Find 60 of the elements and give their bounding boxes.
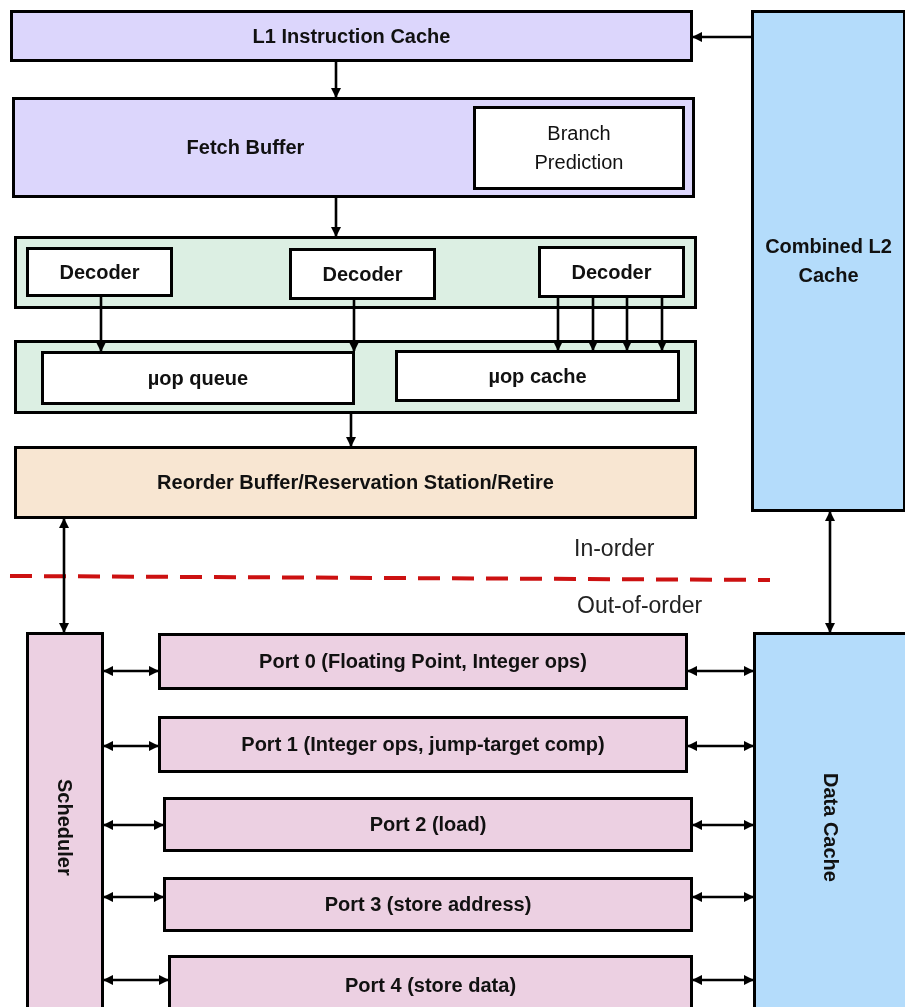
arrow	[102, 740, 160, 752]
queue-box	[41, 351, 355, 405]
port-box	[163, 797, 693, 852]
arrow	[552, 298, 564, 352]
uop-cache-box	[395, 350, 680, 402]
arrow	[330, 198, 342, 238]
section-label: Out-of-order	[577, 592, 703, 619]
arrow	[656, 298, 668, 352]
port-box	[168, 955, 693, 1007]
arrow	[330, 62, 342, 99]
arrow	[587, 298, 599, 352]
arrow	[102, 665, 160, 677]
box-label: Decoder	[322, 261, 403, 287]
arrow	[58, 517, 70, 634]
box-label: Reorder Buffer/Reservation Station/Retire	[157, 470, 554, 495]
box-label: µop cache	[488, 363, 587, 389]
arrow	[691, 31, 751, 43]
arrow	[824, 510, 836, 634]
arrow	[95, 297, 107, 353]
reorder-buffer-box	[14, 446, 697, 519]
section-label: In-order	[574, 535, 655, 562]
arrow	[621, 298, 633, 352]
box-label: Port 3 (store address)	[324, 892, 532, 917]
scheduler-box	[26, 632, 104, 1007]
arrow	[102, 974, 170, 986]
decoder-box	[26, 247, 173, 297]
cache-box	[10, 10, 693, 62]
uop-group-box	[14, 340, 697, 414]
arrow	[102, 819, 165, 831]
box-label: L1 Instruction Cache	[252, 23, 451, 49]
arrow	[691, 819, 755, 831]
port-box	[163, 877, 693, 932]
arrow	[686, 665, 755, 677]
l2-cache-box	[751, 10, 905, 512]
arrow	[691, 974, 755, 986]
buffer-box	[12, 97, 695, 198]
box-label: Decoder	[59, 259, 140, 285]
prediction-box	[473, 106, 685, 190]
box-label: Decoder	[571, 259, 652, 285]
arrow	[102, 891, 165, 903]
port-box	[158, 633, 688, 690]
box-label: µop queue	[147, 365, 249, 391]
box-label: Scheduler	[53, 778, 77, 876]
box-label: Combined L2 Cache	[764, 234, 893, 288]
arrow	[345, 414, 357, 448]
box-label: Fetch Buffer	[185, 135, 306, 160]
box-label: Port 4 (store data)	[344, 972, 517, 998]
decoder-box	[538, 246, 685, 298]
box-label: Port 0 (Floating Point, Integer ops)	[259, 649, 587, 674]
box-label: Port 1 (Integer ops, jump-target comp)	[241, 732, 605, 757]
arrow	[691, 891, 755, 903]
arrow	[686, 740, 755, 752]
port-box	[158, 716, 688, 773]
data-cache-box	[753, 632, 905, 1007]
box-label: Data Cache	[818, 772, 843, 882]
box-label: Port 2 (load)	[369, 812, 487, 837]
arrow	[348, 300, 360, 353]
decoder-group-box	[14, 236, 697, 309]
decoder-box	[289, 248, 436, 300]
box-label: Branch Prediction	[533, 121, 625, 175]
